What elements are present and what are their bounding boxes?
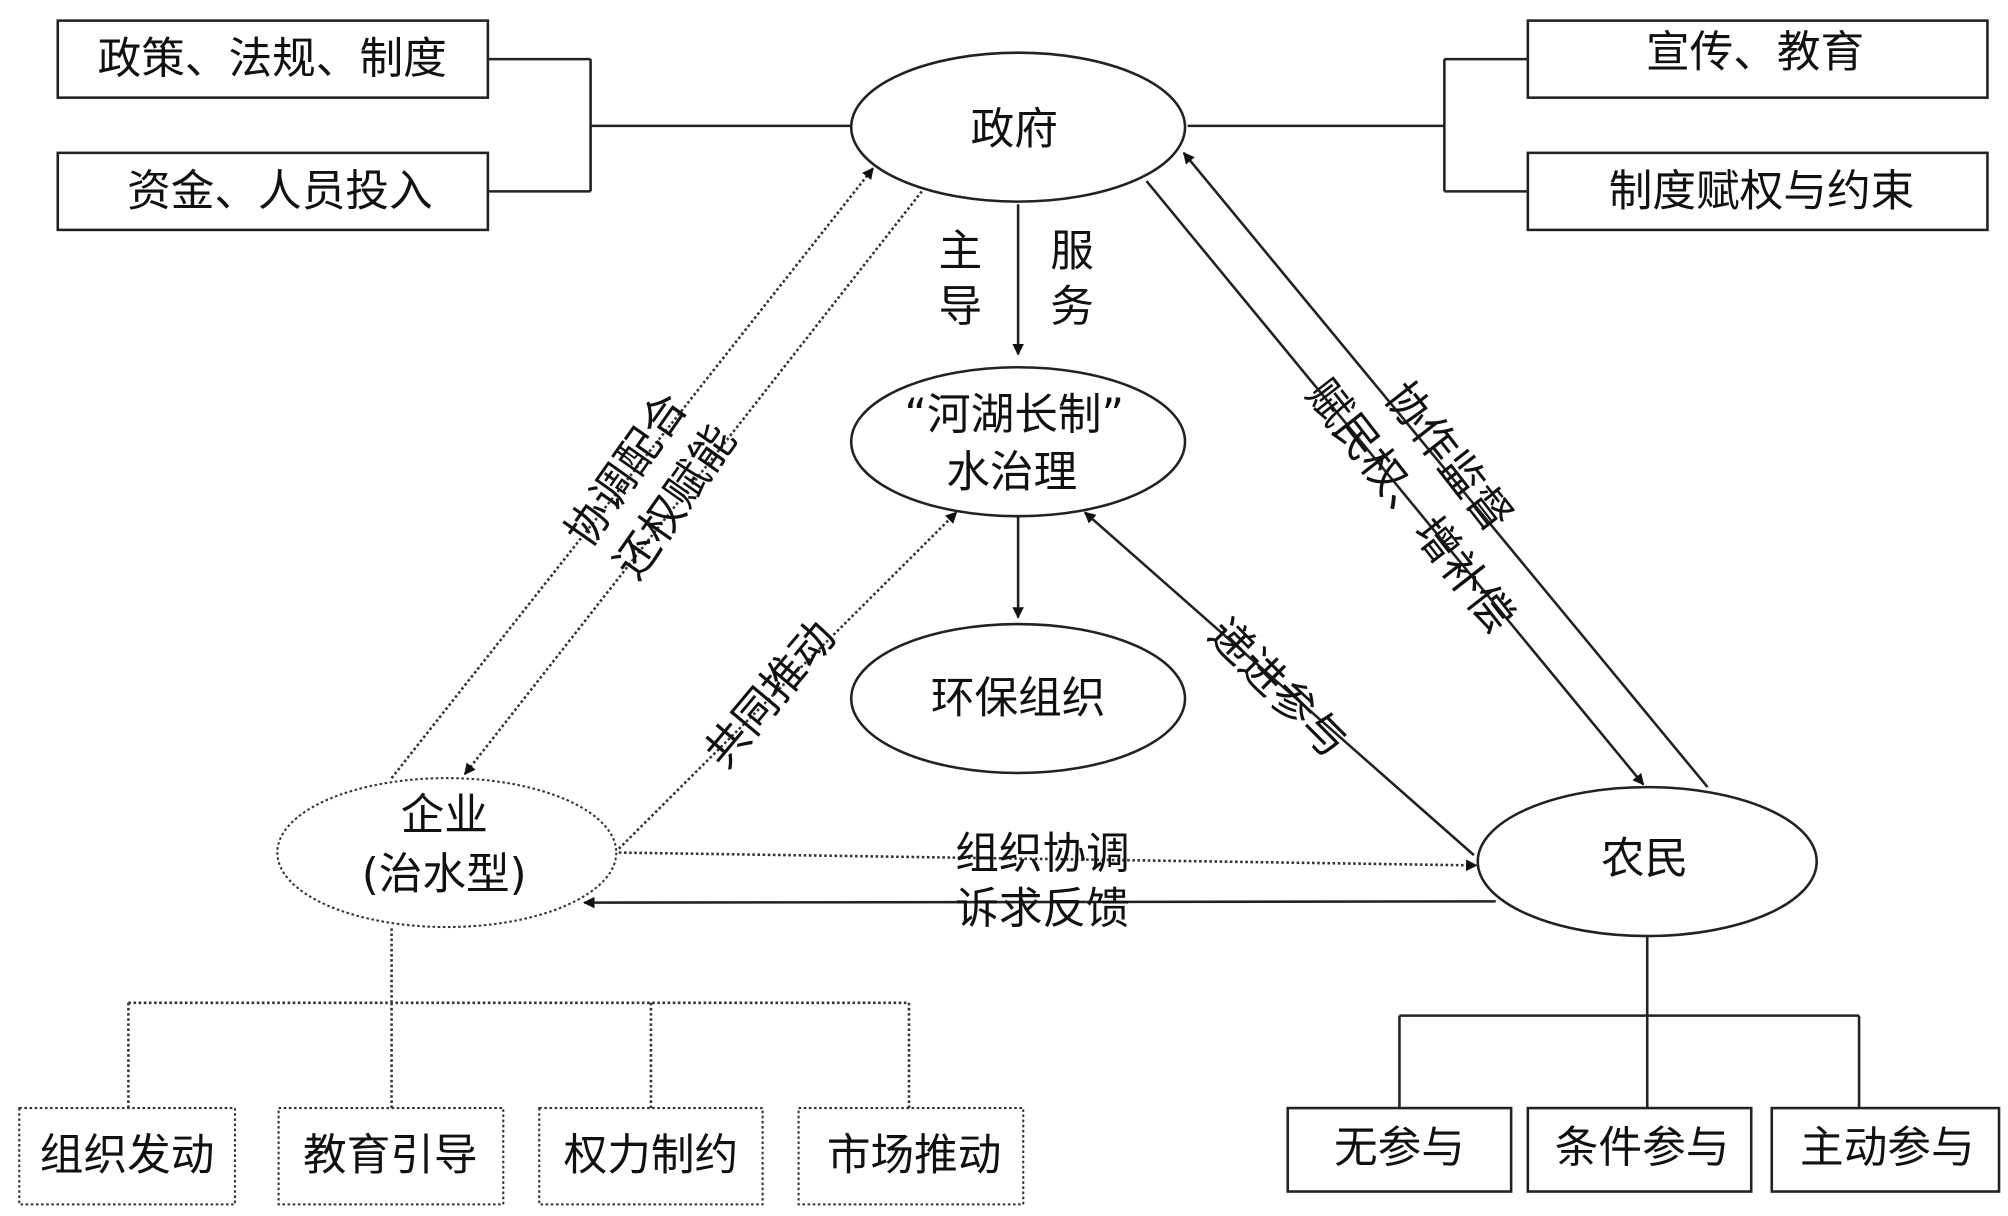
label-progressive-participation: 递进参与 [1198, 608, 1357, 767]
node-government [849, 51, 1187, 203]
label-lead-2: 导 [939, 281, 983, 332]
box-conditional-participation-label: 条件参与 [1555, 1122, 1730, 1173]
node-government-label: 政府 [971, 104, 1058, 155]
box-education-label: 教育引导 [303, 1130, 478, 1181]
box-policy [56, 19, 490, 99]
box-funding [56, 151, 490, 232]
label-service-2: 务 [1050, 281, 1094, 332]
node-enterprise-label-2: (治水型) [362, 849, 527, 900]
node-enterprise [276, 777, 618, 929]
node-farmers-label: 农民 [1601, 834, 1688, 885]
box-policy-label: 政策、法规、制度 [98, 34, 447, 85]
node-river-lake [849, 365, 1187, 518]
node-enterprise-label-1: 企业 [401, 790, 488, 841]
node-env-org [849, 622, 1187, 775]
node-farmers [1476, 785, 1818, 938]
box-power-restraint-label: 权力制约 [564, 1130, 739, 1181]
arrow-gov-to-enterprise [463, 190, 923, 776]
arrow-farmer-to-river [1084, 511, 1475, 857]
box-power-restraint [538, 1107, 764, 1206]
arrow-enterprise-to-river [617, 511, 958, 850]
box-market-label: 市场推动 [827, 1130, 1002, 1181]
box-publicity-label: 宣传、教育 [1646, 27, 1864, 78]
node-env-org-label: 环保组织 [931, 673, 1106, 724]
box-no-participation [1286, 1106, 1513, 1193]
label-jointly-promote: 共同推动 [695, 611, 846, 778]
box-funding-label: 资金、人员投入 [127, 166, 432, 217]
arrow-farmer-to-gov [1182, 151, 1709, 788]
connectors [127, 57, 1861, 1109]
box-institution [1526, 151, 1989, 232]
box-active-participation [1770, 1106, 2001, 1193]
node-river-lake-label-2: 水治理 [946, 447, 1077, 498]
box-active-participation-label: 主动参与 [1800, 1122, 1975, 1173]
box-market [797, 1107, 1025, 1206]
box-no-participation-label: 无参与 [1334, 1122, 1465, 1173]
box-institution-label: 制度赋权与约束 [1609, 166, 1914, 217]
label-lead-1: 主 [939, 226, 983, 277]
arrow-enterprise-to-farmer [618, 851, 1478, 872]
arrow-enterprise-to-gov [390, 167, 875, 779]
arrow-farmer-to-enterprise [583, 896, 1496, 909]
label-service-1: 服 [1050, 226, 1094, 277]
label-feedback: 诉求反馈 [955, 884, 1130, 935]
box-education [277, 1107, 505, 1206]
box-publicity [1526, 19, 1989, 99]
box-mobilize [18, 1107, 236, 1206]
box-mobilize-label: 组织发动 [40, 1130, 215, 1181]
label-organize-coordinate: 组织协调 [955, 828, 1130, 879]
box-conditional-participation [1526, 1106, 1753, 1193]
node-river-lake-label-1: “河湖长制” [904, 389, 1124, 440]
arrow-gov-to-farmer [1145, 180, 1645, 786]
